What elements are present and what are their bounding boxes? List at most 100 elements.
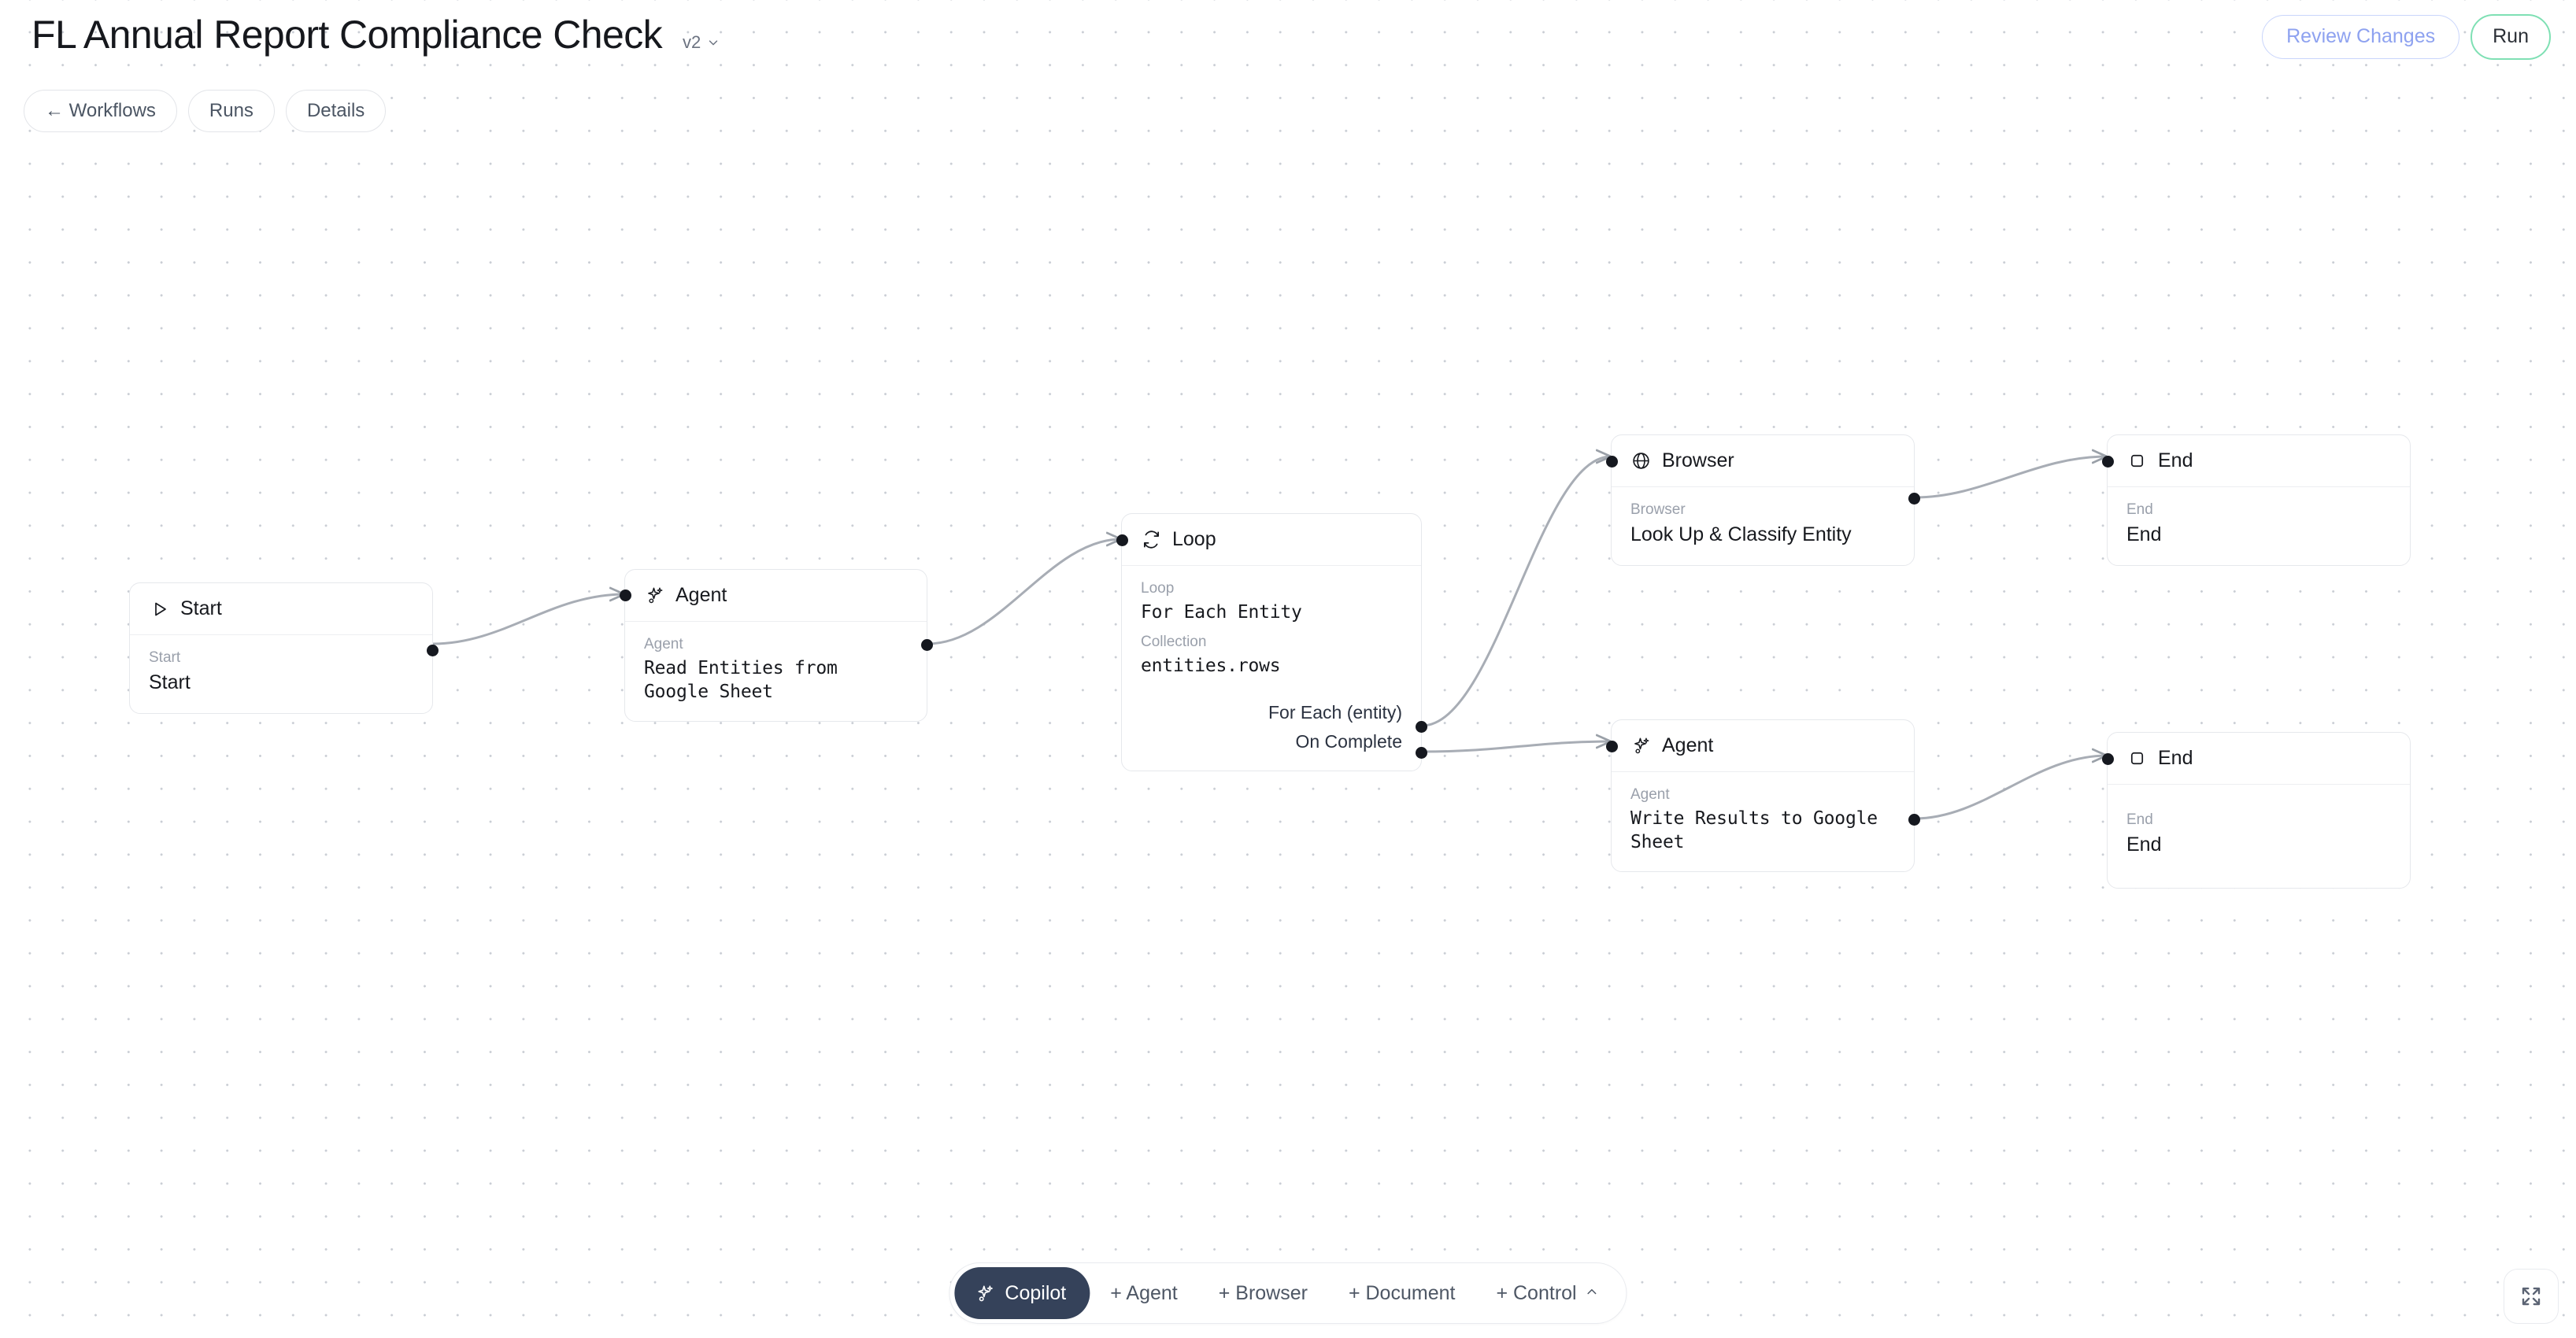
- handle-agent-read-input[interactable]: [619, 590, 631, 601]
- sparkles-icon: [1630, 735, 1652, 756]
- stop-square-icon: [2126, 748, 2148, 769]
- field-label: End: [2126, 501, 2153, 518]
- title-row: FL Annual Report Compliance Check v2: [31, 11, 720, 58]
- app-header: FL Annual Report Compliance Check v2 ← W…: [0, 0, 2576, 157]
- version-selector[interactable]: v2: [683, 32, 720, 53]
- node-loop[interactable]: Loop Loop For Each Entity Collection ent…: [1116, 513, 1427, 771]
- field-label: Agent: [644, 636, 683, 652]
- field-value: Look Up & Classify Entity: [1630, 523, 1852, 545]
- handle-start-output[interactable]: [426, 645, 439, 656]
- handle-agent-read-output[interactable]: [920, 639, 933, 651]
- stop-square-icon: [2126, 450, 2148, 471]
- node-end-bottom-header: End: [2108, 733, 2410, 785]
- field-label: Loop: [1141, 580, 1175, 597]
- node-agent-write-header: Agent: [1612, 720, 1914, 772]
- fullscreen-expand-icon: [2519, 1284, 2543, 1308]
- field-value: Write Results to Google Sheet: [1630, 808, 1878, 852]
- node-end-top-body: End End: [2108, 487, 2410, 565]
- add-agent-button[interactable]: + Agent: [1090, 1267, 1198, 1319]
- handle-loop-output-for-each[interactable]: [1415, 721, 1427, 733]
- refresh-loop-icon: [1141, 529, 1162, 550]
- node-browser-body: Browser Look Up & Classify Entity: [1612, 487, 1914, 565]
- field-label: Browser: [1630, 501, 1686, 518]
- node-agent-read-header: Agent: [625, 570, 927, 622]
- node-loop-header: Loop: [1122, 514, 1421, 566]
- node-end-bottom-type: End: [2158, 747, 2193, 769]
- sparkles-icon: [975, 1284, 994, 1303]
- header-actions: Review Changes Run: [2262, 14, 2551, 60]
- field-loop: Loop For Each Entity: [1141, 578, 1402, 624]
- field-value: End: [2126, 833, 2162, 856]
- field-start: Start Start: [149, 648, 413, 696]
- field-end: End End: [2126, 500, 2391, 548]
- node-start-type: Start: [180, 597, 222, 619]
- field-agent: Agent Read Entities from Google Sheet: [644, 634, 908, 704]
- bottom-toolbar: Copilot + Agent + Browser + Document + C…: [949, 1262, 1627, 1324]
- field-value: For Each Entity: [1141, 601, 1302, 623]
- node-agent-read-type: Agent: [675, 584, 727, 606]
- version-label: v2: [683, 32, 701, 52]
- field-label: Agent: [1630, 786, 1670, 803]
- loop-output-list: For Each (entity) On Complete: [1141, 701, 1402, 753]
- handle-end-top-input[interactable]: [2101, 456, 2114, 468]
- handle-agent-write-output[interactable]: [1908, 814, 1920, 826]
- copilot-label: Copilot: [1005, 1281, 1067, 1304]
- node-agent-read-body: Agent Read Entities from Google Sheet: [625, 622, 927, 721]
- add-browser-label: + Browser: [1218, 1281, 1308, 1304]
- handle-loop-output-on-complete[interactable]: [1415, 747, 1427, 759]
- node-browser-header: Browser: [1612, 435, 1914, 487]
- add-control-button[interactable]: + Control: [1475, 1267, 1619, 1319]
- field-browser: Browser Look Up & Classify Entity: [1630, 500, 1895, 548]
- field-value: Start: [149, 671, 191, 693]
- node-browser-type: Browser: [1662, 449, 1734, 471]
- add-browser-button[interactable]: + Browser: [1198, 1267, 1328, 1319]
- add-document-button[interactable]: + Document: [1328, 1267, 1476, 1319]
- field-value: Read Entities from Google Sheet: [644, 657, 838, 702]
- nav-button-workflows[interactable]: ← Workflows: [24, 90, 177, 133]
- handle-browser-output[interactable]: [1908, 493, 1920, 505]
- nav-button-details[interactable]: Details: [285, 90, 387, 133]
- node-agent-write-body: Agent Write Results to Google Sheet: [1612, 772, 1914, 871]
- node-agent-read[interactable]: Agent Agent Read Entities from Google Sh…: [619, 569, 933, 723]
- run-button[interactable]: Run: [2471, 14, 2551, 60]
- field-label: Start: [149, 649, 181, 666]
- sparkles-icon: [644, 585, 665, 606]
- node-browser-lookup[interactable]: Browser Browser Look Up & Classify Entit…: [1605, 434, 1920, 566]
- field-label: Collection: [1141, 634, 1207, 650]
- node-agent-write[interactable]: Agent Agent Write Results to Google Shee…: [1605, 719, 1920, 873]
- node-loop-body: Loop For Each Entity Collection entities…: [1122, 566, 1421, 771]
- nav-button-runs[interactable]: Runs: [187, 90, 275, 133]
- node-start-body: Start Start: [130, 635, 432, 713]
- chevron-down-icon: [706, 35, 720, 50]
- node-end-bottom-body: End End: [2108, 785, 2410, 888]
- field-end: End End: [2126, 810, 2391, 858]
- handle-browser-input[interactable]: [1605, 456, 1618, 468]
- field-value: End: [2126, 523, 2162, 545]
- page-title: FL Annual Report Compliance Check: [31, 13, 663, 57]
- nav-row: ← Workflows Runs Details: [24, 90, 387, 133]
- node-start-header: Start: [130, 583, 432, 635]
- loop-output-on-complete: On Complete: [1295, 730, 1402, 752]
- node-end-top[interactable]: End End End: [2101, 434, 2411, 566]
- add-agent-label: + Agent: [1110, 1281, 1178, 1304]
- node-end-bottom[interactable]: End End End: [2101, 732, 2411, 889]
- node-loop-type: Loop: [1172, 528, 1216, 550]
- play-triangle-icon: [149, 598, 170, 619]
- handle-end-bottom-input[interactable]: [2101, 753, 2114, 765]
- node-end-top-header: End: [2108, 435, 2410, 487]
- handle-loop-input[interactable]: [1116, 534, 1128, 546]
- node-start[interactable]: Start Start Start: [129, 582, 439, 714]
- add-control-label: + Control: [1496, 1281, 1577, 1304]
- field-value: entities.rows: [1141, 655, 1281, 676]
- field-agent: Agent Write Results to Google Sheet: [1630, 785, 1895, 854]
- field-label: End: [2126, 811, 2153, 828]
- node-end-top-type: End: [2158, 449, 2193, 471]
- fullscreen-button[interactable]: [2504, 1269, 2559, 1324]
- review-changes-button[interactable]: Review Changes: [2262, 15, 2460, 59]
- field-collection: Collection entities.rows: [1141, 632, 1402, 678]
- chevron-up-icon: [1585, 1282, 1600, 1305]
- loop-output-for-each: For Each (entity): [1268, 702, 1402, 723]
- handle-agent-write-input[interactable]: [1605, 741, 1618, 752]
- copilot-button[interactable]: Copilot: [954, 1267, 1090, 1319]
